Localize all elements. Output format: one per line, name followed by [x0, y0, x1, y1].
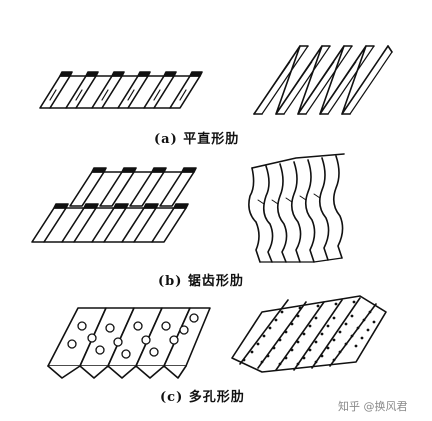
serrated-fin-3d-view — [31, 167, 197, 243]
plain-fin-offset-view — [39, 71, 203, 109]
caption-plain-fin: (a) 平直形肋 — [154, 132, 240, 147]
plain-fin-triangular-view — [253, 45, 393, 115]
caption-serrated-fin: (b) 锯齿形肋 — [158, 274, 244, 289]
watermark: 知乎 @换风君 — [338, 400, 408, 413]
perforated-fin-zigzag-view — [47, 307, 211, 379]
caption-perforated-fin: (c) 多孔形肋 — [160, 390, 245, 405]
serrated-fin-wavy-view — [248, 153, 345, 263]
perforated-fin-dense-view — [231, 295, 387, 373]
